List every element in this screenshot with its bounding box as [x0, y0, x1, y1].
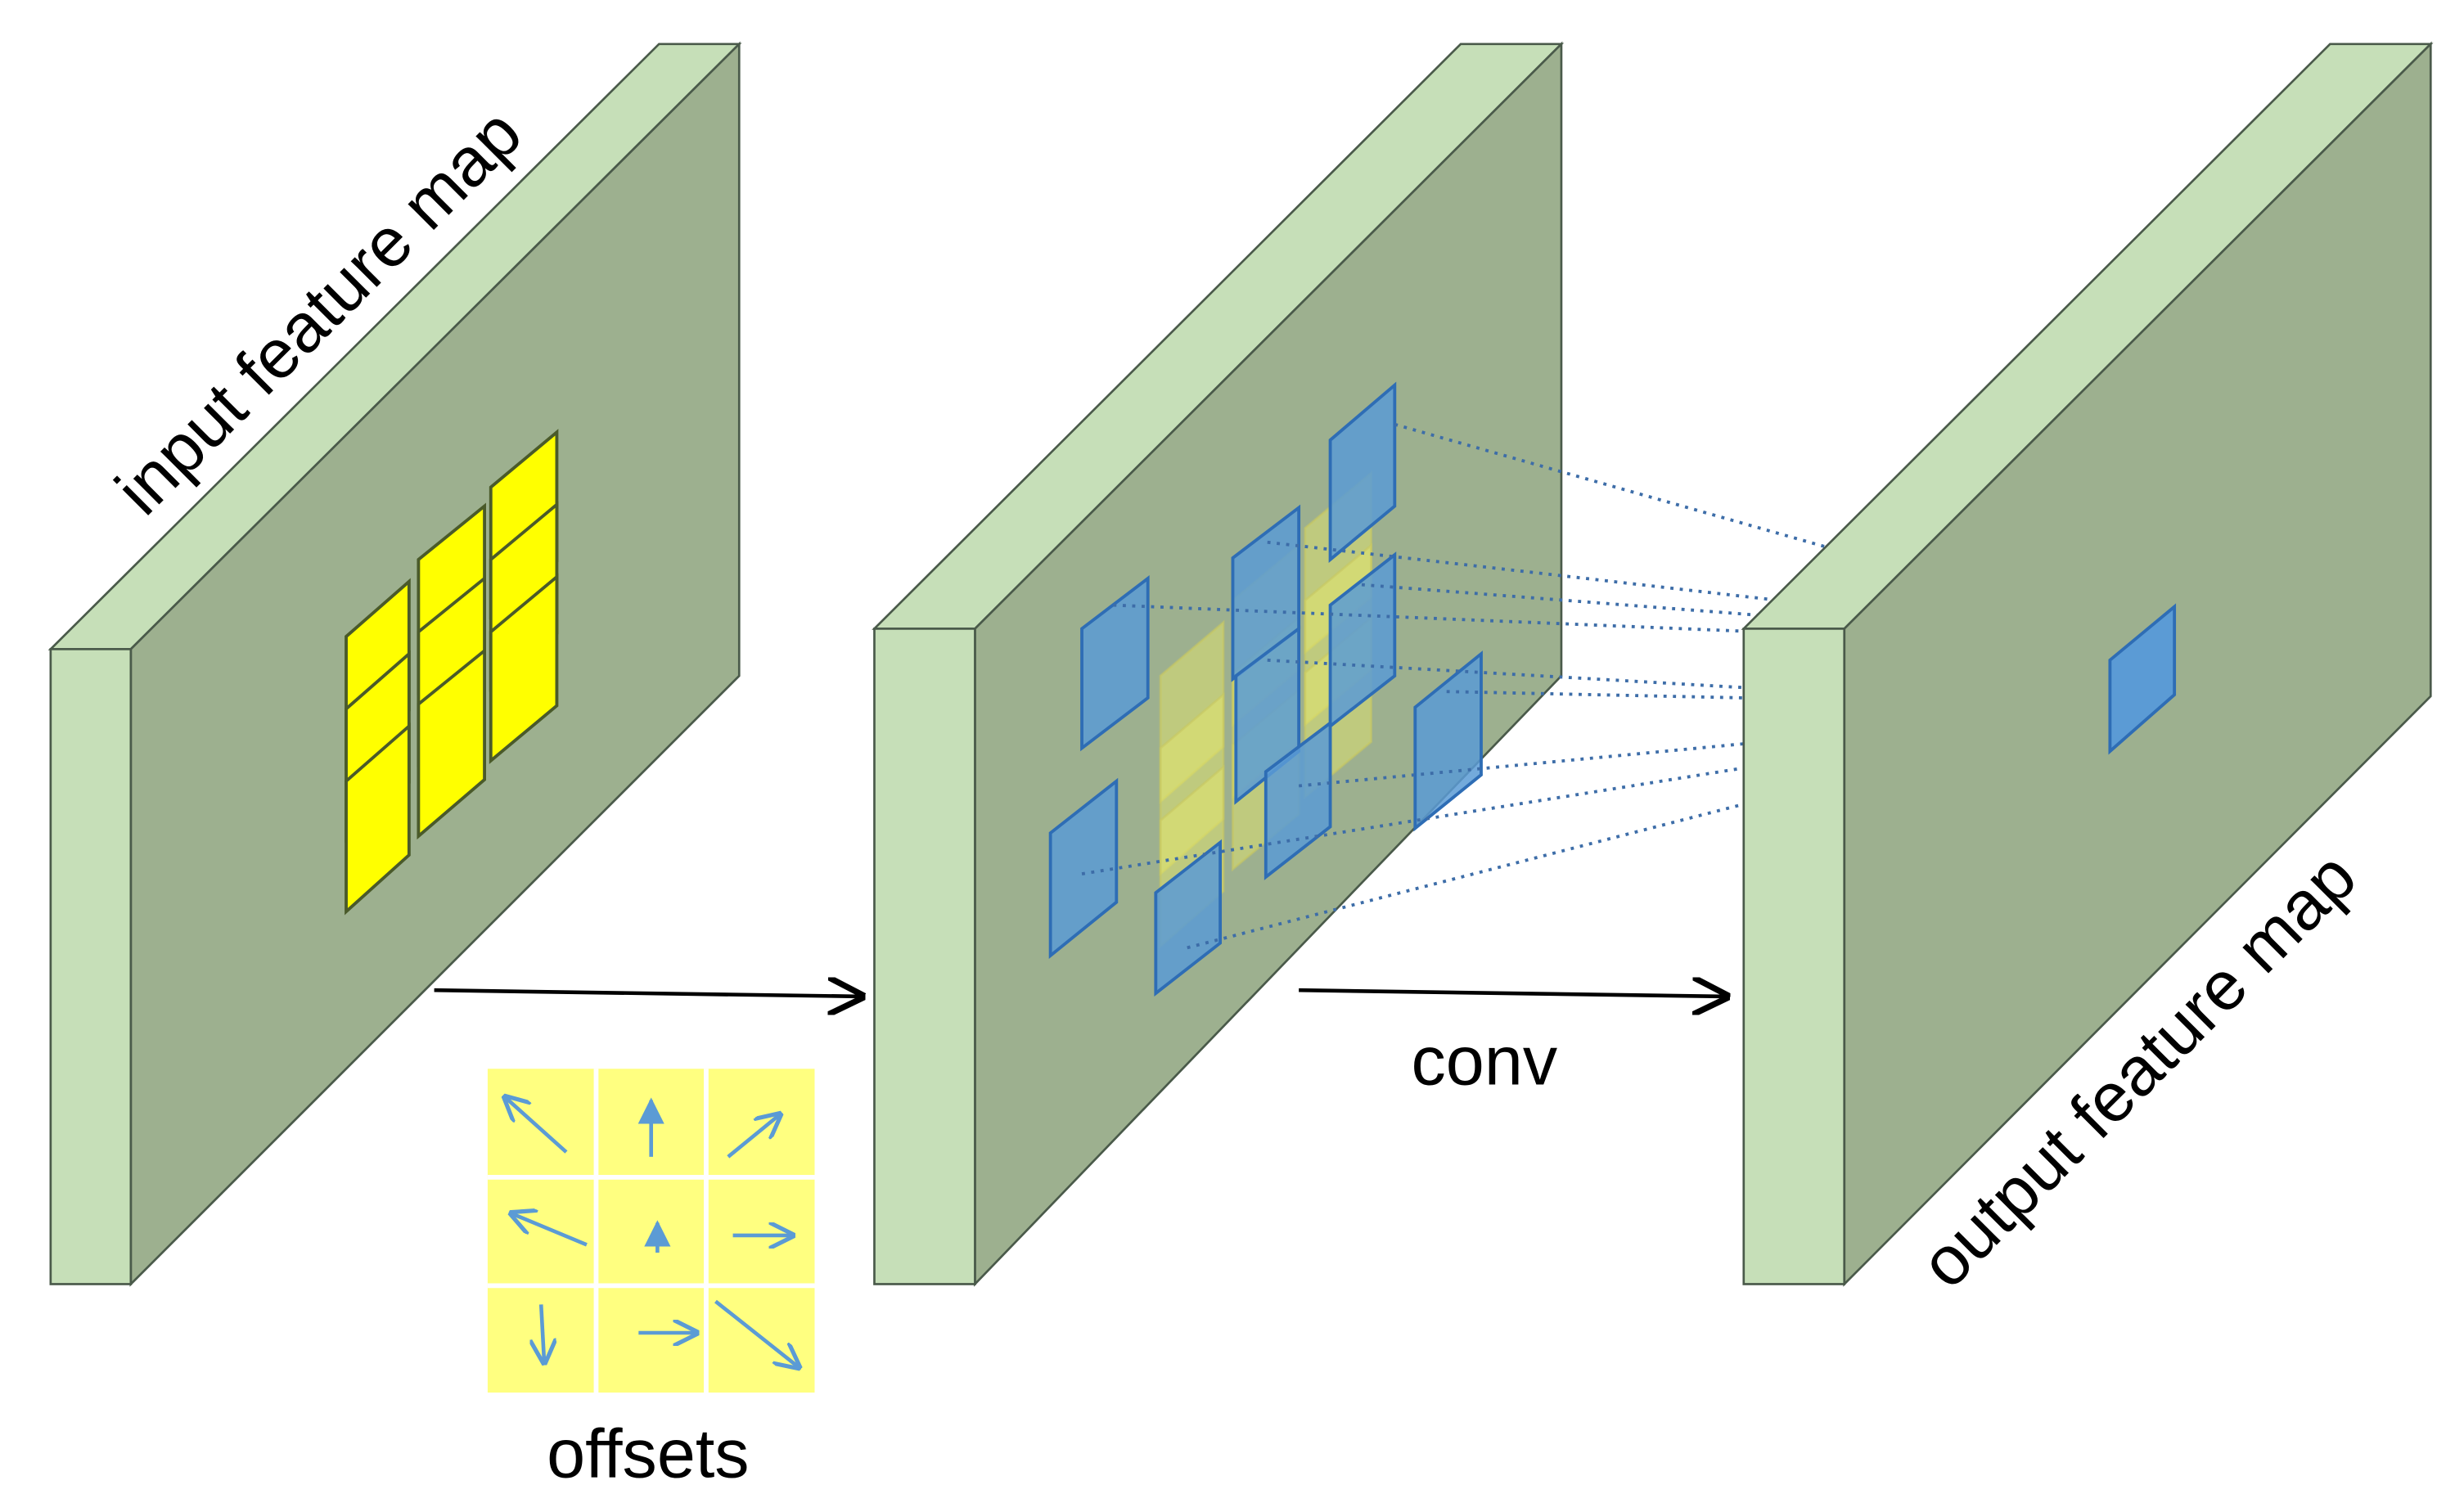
offsets-label: offsets [547, 1415, 749, 1492]
kernel-grid [345, 429, 559, 916]
conv-arrow [1299, 990, 1727, 997]
sample-cell [1154, 839, 1223, 997]
sample-cell [1264, 719, 1332, 880]
sampled-feature-map [872, 41, 2144, 1287]
output-cell [2108, 603, 2177, 755]
down-right-arrow-icon [714, 1299, 799, 1368]
input-map-side-face [49, 648, 133, 1285]
kernel-cell [417, 647, 486, 840]
output-map-side-face [1742, 628, 1846, 1285]
down-arrow-icon [541, 1304, 544, 1362]
up-right-arrow-icon [727, 1114, 780, 1159]
sample-cell [1048, 777, 1119, 959]
sample-cell [1328, 381, 1397, 563]
conv-label: conv [1412, 1021, 1558, 1099]
sample-cell [1413, 650, 1483, 832]
middle-map-side-face [873, 628, 976, 1285]
left-arrow-icon [511, 1213, 588, 1247]
kernel-cell [345, 722, 411, 916]
kernel-cell [489, 573, 559, 764]
sampled-locations [1048, 381, 1483, 997]
sample-cell [1080, 575, 1150, 752]
up-left-arrow-icon [505, 1097, 568, 1154]
offsets-grid: offsets [487, 1069, 815, 1492]
sample-cell [1328, 551, 1397, 730]
forward-arrow [434, 990, 863, 997]
output-feature-map: output feature map [1741, 41, 2434, 1303]
